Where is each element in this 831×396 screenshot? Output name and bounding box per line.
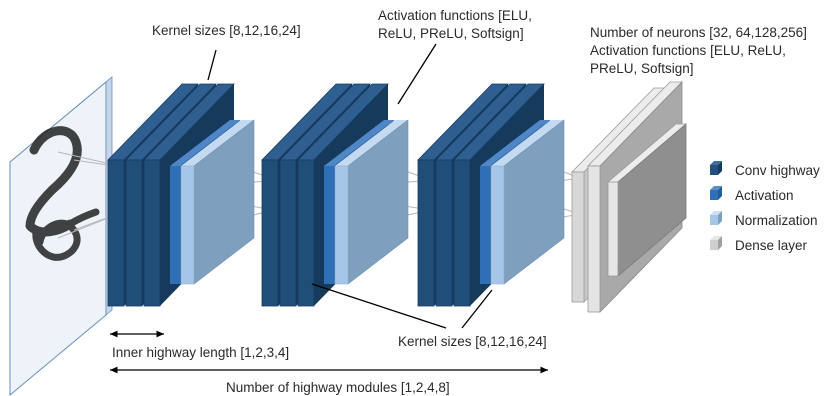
legend-swatch (710, 165, 718, 175)
activation-functions-label-line-1: Activation functions [ELU, (378, 8, 532, 23)
kernel-sizes-top-label: Kernel sizes [8,12,16,24] (152, 23, 301, 38)
legend-swatch (710, 240, 718, 250)
legend-swatch (710, 215, 718, 225)
highway-module-3 (417, 83, 565, 307)
normalization-layer (490, 119, 565, 285)
legend: Conv highway Activation Normalization De… (710, 161, 820, 253)
legend-swatch (710, 190, 718, 200)
activation-functions-label-line-2: ReLU, PReLU, Softsign] (378, 26, 524, 41)
inner-highway-length-label: Inner highway length [1,2,3,4] (112, 345, 289, 360)
dense-activation-label-line-1: Activation functions [ELU, ReLU, (590, 43, 786, 58)
dense-neurons-label: Number of neurons [32, 64,128,256] (590, 25, 807, 40)
dense-layers (571, 81, 688, 313)
legend-label: Conv highway (735, 163, 820, 178)
legend-item-conv-highway: Conv highway (710, 161, 820, 178)
legend-item-dense-layer: Dense layer (710, 236, 808, 253)
callout-lines (207, 43, 493, 329)
legend-item-normalization: Normalization (710, 211, 818, 228)
normalization-layer (334, 119, 409, 285)
legend-item-activation: Activation (710, 186, 794, 203)
input-image (9, 76, 113, 396)
kernel-sizes-bottom-label: Kernel sizes [8,12,16,24] (398, 334, 547, 349)
legend-label: Normalization (735, 213, 818, 228)
normalization-layer (180, 119, 255, 285)
highway-module-2 (261, 83, 409, 307)
legend-label: Activation (735, 188, 794, 203)
legend-label: Dense layer (735, 238, 808, 253)
highway-module-1 (107, 83, 255, 307)
handwritten-digit-2-icon (25, 126, 100, 261)
dense-activation-label-line-2: PReLU, Softsign] (590, 61, 694, 76)
num-highway-modules-label: Number of highway modules [1,2,4,8] (226, 380, 450, 395)
